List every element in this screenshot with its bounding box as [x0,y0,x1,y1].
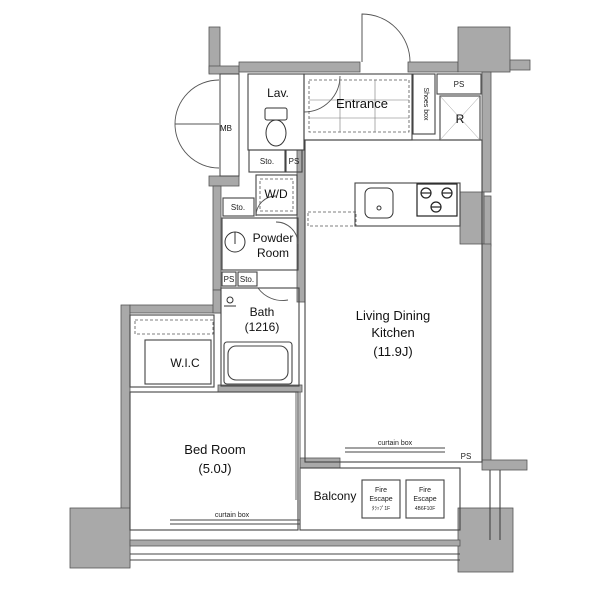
ps-label-lav: PS [289,157,300,166]
entrance-tiles [309,80,409,132]
fire-escape-1-line2: Escape [369,496,392,503]
fire-escape-1-note: ﾀﾗｯﾌﾟ1F [372,505,390,512]
stove-icon [416,183,458,217]
ps-label-ldk: PS [461,452,472,461]
fire-escape-2-line1: Fire [419,487,431,494]
kitchen-sink-icon [364,187,394,219]
ps-label-powder: PS [224,275,235,284]
toilet-icon [264,107,288,147]
structural-walls [69,26,531,573]
wd-label: W/D [264,187,288,201]
bedroom-label-1: Bed Room [184,442,245,457]
r-box-hatch [439,95,481,141]
bath-label-2: (1216) [245,320,280,334]
powder-label-1: Powder [253,231,294,245]
bath-label-1: Bath [250,305,275,319]
fire-escape-2-note: 4B6F10F [415,506,436,512]
curtain-box-lines [170,447,445,525]
ldk-label-2: Kitchen [371,325,414,340]
sto-label-wd: Sto. [231,203,245,212]
curtain-box-label-ldk: curtain box [378,440,413,447]
lav-label: Lav. [267,86,289,100]
ps-label-top: PS [454,80,465,89]
balcony-label: Balcony [314,489,357,503]
wic-label: W.I.C [170,356,200,370]
dashed-outlines [134,79,410,335]
sto-label-lav: Sto. [260,157,274,166]
fire-escape-1-line1: Fire [375,487,387,494]
shower-icon [224,296,236,307]
sink-icon [224,231,246,253]
r-label: R [456,112,465,126]
powder-label-2: Room [257,246,289,260]
shoes-box-label: Shoes box [422,87,429,121]
partitions [129,73,501,561]
fire-escape-2-line2: Escape [413,496,436,503]
ldk-label-3: (11.9J) [373,344,413,359]
sto-label-powder: Sto. [240,275,254,284]
curtain-box-label-bed: curtain box [215,512,250,519]
mb-shaft [219,73,240,177]
mb-label: MB [220,124,232,133]
bedroom-label-2: (5.0J) [198,461,231,476]
entrance-label: Entrance [336,96,388,111]
door-swings [174,13,411,500]
ldk-label-1: Living Dining [356,308,430,323]
